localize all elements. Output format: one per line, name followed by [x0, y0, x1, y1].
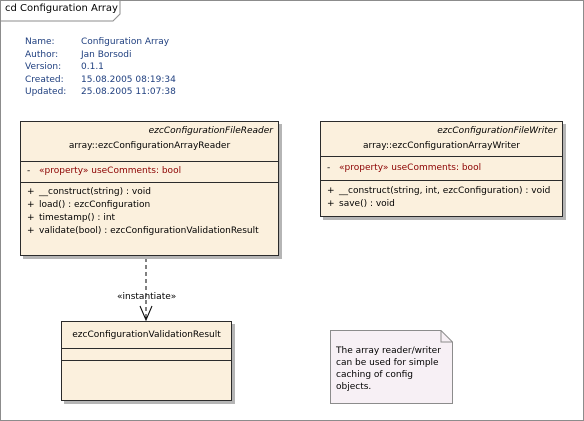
- metadata-row-updated: Updated: 25.08.2005 11:07:38: [25, 86, 176, 99]
- note-text[interactable]: The array reader/writer can be used for …: [336, 345, 446, 393]
- note-line: caching of config: [336, 370, 413, 380]
- operation-text: validate(bool) : ezcConfigurationValidat…: [39, 226, 259, 236]
- operation-row: + __construct(string, int, ezcConfigurat…: [321, 185, 562, 198]
- class-array-writer[interactable]: ezcConfigurationFileWriter array::ezcCon…: [320, 121, 563, 217]
- operations-compartment: + __construct(string, int, ezcConfigurat…: [321, 181, 562, 211]
- operation-row: + save() : void: [321, 198, 562, 211]
- class-header: ezcConfigurationFileWriter array::ezcCon…: [321, 122, 562, 157]
- dependency-arrowhead: [139, 305, 153, 322]
- operations-compartment: + __construct(string) : void + load() : …: [21, 183, 278, 238]
- metadata-key: Created:: [25, 74, 64, 85]
- class-name: array::ezcConfigurationArrayWriter: [363, 141, 520, 151]
- note-shape: [330, 330, 453, 404]
- visibility-marker: +: [27, 226, 35, 236]
- note-line: can be used for simple: [336, 358, 439, 368]
- metadata-value: Jan Borsodi: [81, 49, 132, 60]
- metadata-value: 15.08.2005 08:19:34: [81, 74, 176, 85]
- operation-text: __construct(string, int, ezcConfiguratio…: [339, 186, 551, 196]
- note-fold: [440, 330, 453, 343]
- operation-text: timestamp() : int: [39, 213, 116, 223]
- operation-text: __construct(string) : void: [39, 187, 151, 197]
- visibility-marker: +: [27, 200, 35, 210]
- attribute-row: - «property» useComments: bool: [321, 162, 562, 175]
- visibility-marker: -: [327, 163, 331, 173]
- visibility-marker: -: [27, 166, 31, 176]
- class-validation-result[interactable]: ezcConfigurationValidationResult: [61, 321, 232, 401]
- operation-text: load() : ezcConfiguration: [39, 200, 151, 210]
- metadata-value: 0.1.1: [81, 62, 104, 73]
- attribute-row: - «property» useComments: bool: [21, 165, 278, 178]
- class-array-reader[interactable]: ezcConfigurationFileReader array::ezcCon…: [20, 121, 279, 256]
- metadata-value: 25.08.2005 11:07:38: [81, 87, 176, 98]
- metadata-row-author: Author: Jan Borsodi: [25, 49, 176, 62]
- class-stereotype: ezcConfigurationFileWriter: [437, 126, 557, 136]
- class-name: ezcConfigurationValidationResult: [62, 322, 231, 349]
- metadata-key: Name:: [25, 37, 55, 47]
- operation-row: + timestamp() : int: [21, 212, 278, 225]
- class-name: array::ezcConfigurationArrayReader: [68, 141, 231, 151]
- metadata-key: Version:: [25, 62, 62, 73]
- metadata-row-version: Version: 0.1.1: [25, 61, 176, 74]
- attribute-text: «property» useComments: bool: [339, 163, 482, 173]
- metadata-key: Author:: [25, 49, 59, 60]
- operation-row: + validate(bool) : ezcConfigurationValid…: [21, 225, 278, 238]
- attributes-compartment: - «property» useComments: bool: [21, 162, 278, 183]
- class-header: ezcConfigurationFileReader array::ezcCon…: [21, 122, 278, 162]
- attribute-text: «property» useComments: bool: [39, 166, 182, 176]
- visibility-marker: +: [327, 186, 335, 196]
- metadata-row-created: Created: 15.08.2005 08:19:34: [25, 74, 176, 87]
- note-line: The array reader/writer: [336, 346, 441, 356]
- operation-row: + __construct(string) : void: [21, 186, 278, 199]
- metadata-key: Updated:: [25, 87, 67, 98]
- attributes-compartment: - «property» useComments: bool: [321, 157, 562, 181]
- note-line: objects.: [336, 382, 372, 392]
- metadata-row-name: Name: Configuration Array: [25, 36, 176, 49]
- attributes-compartment: [62, 349, 231, 361]
- visibility-marker: +: [27, 187, 35, 197]
- visibility-marker: +: [327, 199, 335, 209]
- dependency-label: «instantiate»: [117, 292, 177, 302]
- frame-title: cd Configuration Array: [5, 3, 118, 14]
- frame-tab: [0, 0, 121, 22]
- visibility-marker: +: [27, 213, 35, 223]
- operation-text: save() : void: [339, 199, 395, 209]
- diagram-metadata: Name: Configuration Array Author: Jan Bo…: [25, 36, 176, 99]
- class-stereotype: ezcConfigurationFileReader: [148, 126, 273, 136]
- operation-row: + load() : ezcConfiguration: [21, 199, 278, 212]
- metadata-value: Configuration Array: [81, 37, 170, 47]
